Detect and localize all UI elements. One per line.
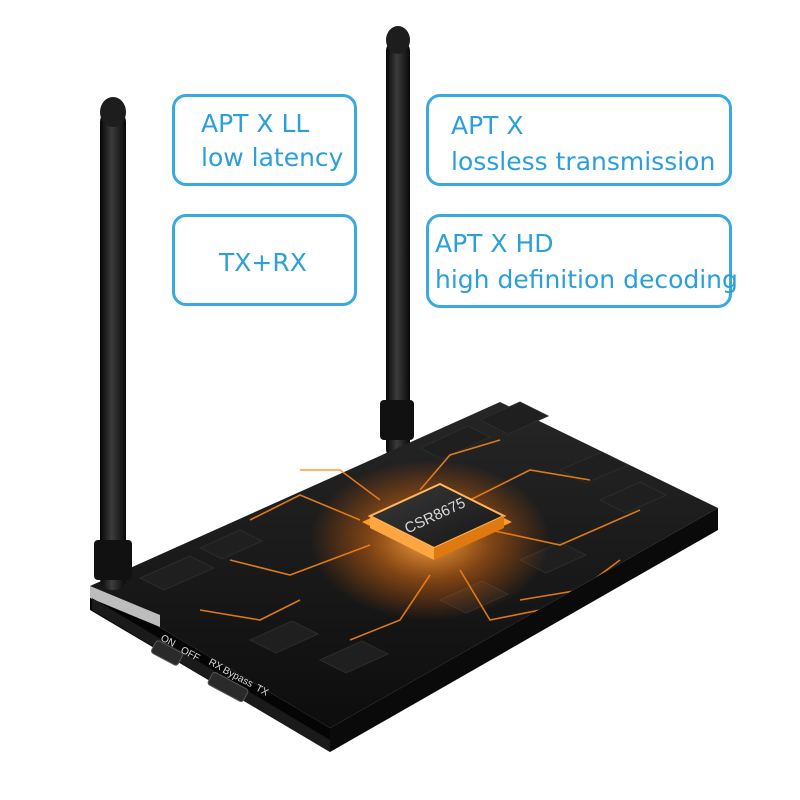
callout-subtitle: high definition decoding [435,265,738,294]
callout-subtitle: low latency [201,143,344,172]
callout-title: TX+RX [219,248,307,277]
front-antenna [94,97,132,590]
power-switch[interactable] [150,640,183,666]
csr-chip: CSR8675 [310,460,550,620]
callout-aptx-hd: APT X HD high definition decoding [426,214,738,308]
callout-title: APT X HD [435,229,554,258]
callout-subtitle: lossless transmission [451,147,716,176]
callout-aptx-ll: APT X LL low latency [172,94,357,186]
callout-title: APT X LL [201,109,310,138]
callout-tx-rx: TX+RX [172,214,357,306]
rear-antenna [380,26,414,460]
callout-aptx: APT X lossless transmission [426,94,732,186]
mode-switch[interactable] [207,671,249,703]
mode-tx-label: TX [254,683,271,699]
callout-title: APT X [451,111,524,140]
